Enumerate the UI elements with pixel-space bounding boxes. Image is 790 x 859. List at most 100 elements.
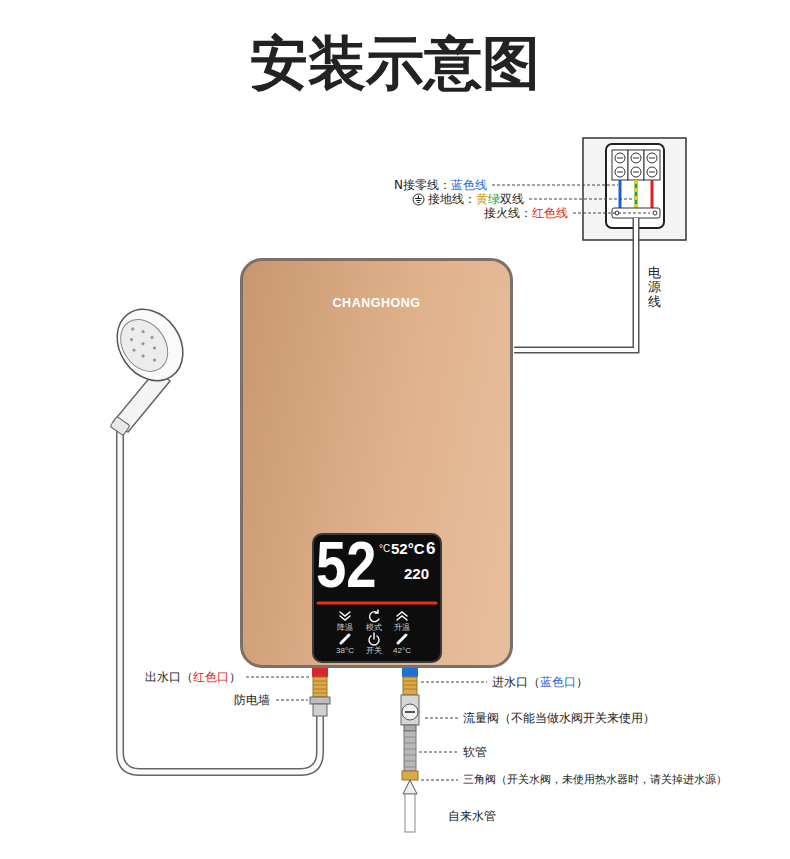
inlet-fitting <box>404 737 416 767</box>
callout-label: 流量阀（不能当做水阀开关来使用） <box>463 711 655 725</box>
label-row: 三角阀（开关水阀，未使用热水器时，请关掉进水源） <box>463 773 727 787</box>
button-label: 模式 <box>366 623 382 632</box>
inlet-fitting <box>405 711 415 713</box>
callout-label: 蓝色线 <box>451 178 487 192</box>
button-label: 开关 <box>366 646 382 655</box>
power-wires <box>653 211 657 215</box>
label-row: N接零线：蓝色线 <box>394 178 487 192</box>
junction-box <box>612 150 628 180</box>
shower-head <box>104 297 197 436</box>
inlet-fitting <box>403 677 417 695</box>
leader-lines <box>425 718 458 719</box>
inlet-fitting <box>401 668 419 832</box>
flow-readout: 6 <box>426 539 435 559</box>
junction-box <box>617 158 655 172</box>
callout-label: 接地线： <box>428 192 476 206</box>
shower-head <box>121 320 165 368</box>
label-row: 进水口（蓝色口） <box>492 675 588 689</box>
shower-head <box>152 346 156 350</box>
callout-label: 防电墙 <box>234 693 270 707</box>
shower-head <box>150 335 154 339</box>
callout-label: 接火线： <box>484 206 532 220</box>
leader-lines <box>529 199 634 200</box>
outlet-fitting <box>313 677 327 697</box>
callout-label: 出水口（ <box>145 670 193 684</box>
callout-label: 电源线 <box>648 266 661 309</box>
button-label: 升温 <box>394 623 410 632</box>
leader-lines <box>573 213 650 214</box>
inlet-fitting <box>401 695 419 725</box>
temp-readout: 52 <box>316 533 377 597</box>
leader-lines <box>421 780 458 781</box>
shower-icon <box>341 635 349 643</box>
shower-head <box>141 329 145 333</box>
display-panel: 52°C52°C6220降温模式升温38°C开关42°C <box>312 533 442 663</box>
callout-label: 进水口（ <box>492 675 540 689</box>
leader-lines <box>419 752 458 753</box>
button-label: 38°C <box>336 646 354 655</box>
leader-lines <box>246 677 310 678</box>
callout-label: 红色口 <box>193 670 229 684</box>
callout-label: 蓝色口 <box>540 675 576 689</box>
power-wires <box>635 180 638 209</box>
label-row: 电源线 <box>648 266 661 309</box>
inlet-fitting <box>402 771 418 780</box>
brand-name: CHANGHONG <box>243 296 510 310</box>
power-icon <box>369 633 379 645</box>
shower-head <box>111 310 178 380</box>
leader-lines <box>492 185 618 186</box>
ground-symbol <box>415 195 422 202</box>
diagram-title: 安装示意图 <box>0 28 790 98</box>
shower-icon <box>398 635 406 643</box>
power-cable <box>514 218 636 350</box>
shower-head <box>104 297 197 394</box>
power-cable <box>514 218 636 350</box>
button-label: 42°C <box>393 646 411 655</box>
shower-head <box>132 348 136 352</box>
callout-label: ） <box>576 675 588 689</box>
leader-lines <box>276 700 308 701</box>
red-bar <box>318 602 436 605</box>
up-icon <box>397 612 407 620</box>
power-wires <box>651 180 654 209</box>
callout-label: 黄 <box>476 192 488 206</box>
mode-icon <box>370 610 379 622</box>
button-label: 降温 <box>337 623 353 632</box>
label-row: 软管 <box>463 745 487 759</box>
callout-label: N接零线： <box>394 178 451 192</box>
down-icon <box>340 612 350 620</box>
label-row: 接火线：红色线 <box>484 206 568 220</box>
power-cable <box>514 218 636 350</box>
callout-label: 红色线 <box>532 206 568 220</box>
junction-box <box>644 150 660 180</box>
outlet-fitting <box>313 704 327 716</box>
inlet-fitting <box>405 794 415 832</box>
callout-label: 绿 <box>488 192 500 206</box>
label-row: 流量阀（不能当做水阀开关来使用） <box>463 711 655 725</box>
outlet-fitting <box>313 681 327 693</box>
shower-head <box>130 327 134 331</box>
callout-label: 自来水管 <box>448 809 496 823</box>
callout-label: ） <box>229 670 241 684</box>
inlet-fitting <box>403 681 417 689</box>
label-row: 自来水管 <box>448 809 496 823</box>
shower-head <box>104 297 197 394</box>
unit-label: °C <box>379 543 390 555</box>
junction-box <box>628 150 644 180</box>
callout-label: 双线 <box>500 192 524 206</box>
inlet-fitting <box>402 704 418 720</box>
outlet-fitting <box>310 697 330 704</box>
label-row: 出水口（红色口） <box>145 670 241 684</box>
junction-box <box>606 144 664 228</box>
ground-symbol <box>412 193 425 206</box>
power-wires <box>635 180 638 209</box>
label-row: 接地线：黄绿双线 <box>412 192 524 206</box>
inlet-fitting <box>402 668 418 677</box>
heater-body: 52°C52°C6220降温模式升温38°C开关42°CCHANGHONG <box>240 258 513 668</box>
shower-head <box>129 337 133 341</box>
callout-label: 软管 <box>463 745 487 759</box>
label-row: 防电墙 <box>234 693 270 707</box>
inlet-fitting <box>404 725 416 731</box>
shower-head <box>141 342 145 346</box>
